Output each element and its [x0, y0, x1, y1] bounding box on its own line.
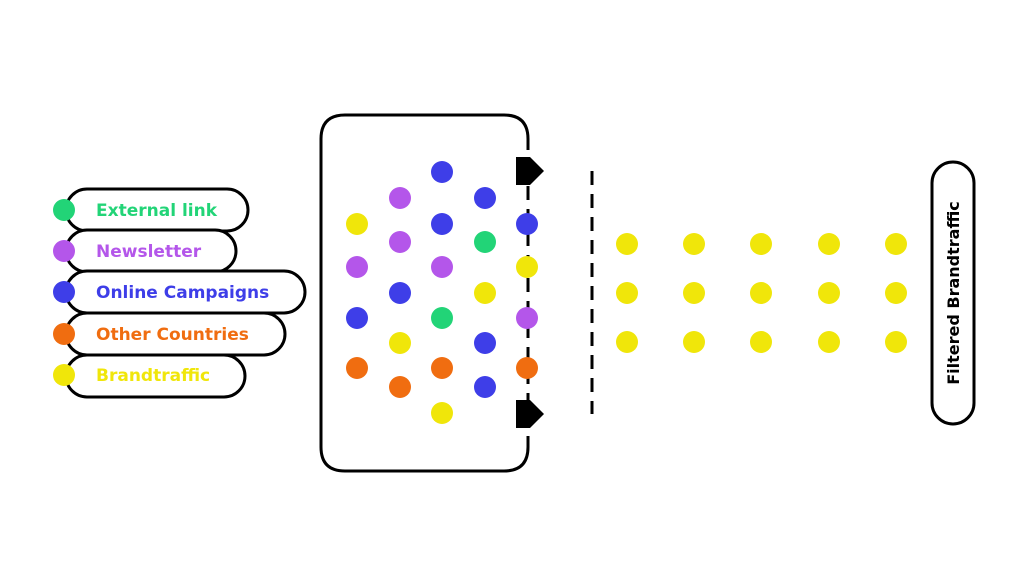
filtered-dot [750, 233, 772, 255]
traffic-dot-online-campaigns [389, 282, 411, 304]
filtered-dot [750, 282, 772, 304]
filtered-dot [885, 331, 907, 353]
legend-label-brandtraffic: Brandtraffic [96, 366, 210, 386]
filtered-dot [885, 282, 907, 304]
legend-item-external-link: External link [53, 187, 250, 233]
legend-label-external-link: External link [96, 201, 218, 221]
traffic-dot-newsletter [389, 187, 411, 209]
filtered-dot [683, 282, 705, 304]
filtered-dot [885, 233, 907, 255]
legend-label-online-campaigns: Online Campaigns [96, 283, 269, 303]
legend: External link Newsletter Online Campaign… [53, 187, 307, 399]
traffic-dot-newsletter [431, 256, 453, 278]
traffic-dot-brandtraffic [346, 213, 368, 235]
traffic-dot-brandtraffic [431, 402, 453, 424]
top-arrow-icon [516, 157, 544, 185]
traffic-dot-external-link [431, 307, 453, 329]
filtered-dot [616, 233, 638, 255]
traffic-dot-other-countries [346, 357, 368, 379]
traffic-dot-online-campaigns [474, 376, 496, 398]
mixed-traffic-dots [346, 161, 538, 424]
legend-dot-online-campaigns [53, 281, 75, 303]
traffic-dot-newsletter [346, 256, 368, 278]
traffic-dot-online-campaigns [431, 213, 453, 235]
legend-dot-external-link [53, 199, 75, 221]
filtered-dot [683, 331, 705, 353]
traffic-dot-other-countries [431, 357, 453, 379]
filtered-dot [683, 233, 705, 255]
legend-label-newsletter: Newsletter [96, 242, 202, 262]
filtered-dot [750, 331, 772, 353]
traffic-dot-online-campaigns [346, 307, 368, 329]
legend-item-online-campaigns: Online Campaigns [53, 269, 307, 315]
legend-label-other-countries: Other Countries [96, 325, 249, 345]
traffic-dot-newsletter [389, 231, 411, 253]
traffic-dot-online-campaigns [474, 332, 496, 354]
legend-dot-other-countries [53, 323, 75, 345]
output-label: Filtered Brandtraffic [944, 201, 963, 385]
traffic-dot-external-link [474, 231, 496, 253]
traffic-dot-online-campaigns [431, 161, 453, 183]
filtered-brandtraffic-dots [616, 233, 907, 353]
traffic-dot-brandtraffic [474, 282, 496, 304]
legend-dot-newsletter [53, 240, 75, 262]
traffic-dot-other-countries [389, 376, 411, 398]
filtered-dot [616, 282, 638, 304]
traffic-dot-newsletter [516, 307, 538, 329]
filtered-dot [818, 282, 840, 304]
traffic-dot-brandtraffic [516, 256, 538, 278]
filtered-dot [818, 331, 840, 353]
legend-dot-brandtraffic [53, 364, 75, 386]
traffic-dot-online-campaigns [474, 187, 496, 209]
mixed-traffic-box [319, 113, 544, 473]
filtered-dot [818, 233, 840, 255]
bottom-arrow-icon [516, 400, 544, 428]
output-pill: Filtered Brandtraffic [930, 160, 976, 426]
traffic-dot-online-campaigns [516, 213, 538, 235]
box-outline [319, 113, 530, 473]
legend-item-newsletter: Newsletter [53, 228, 238, 274]
legend-item-brandtraffic: Brandtraffic [53, 353, 247, 399]
output-pill-outline [930, 160, 976, 426]
traffic-dot-other-countries [516, 357, 538, 379]
legend-item-other-countries: Other Countries [53, 311, 287, 357]
traffic-dot-brandtraffic [389, 332, 411, 354]
filtered-dot [616, 331, 638, 353]
